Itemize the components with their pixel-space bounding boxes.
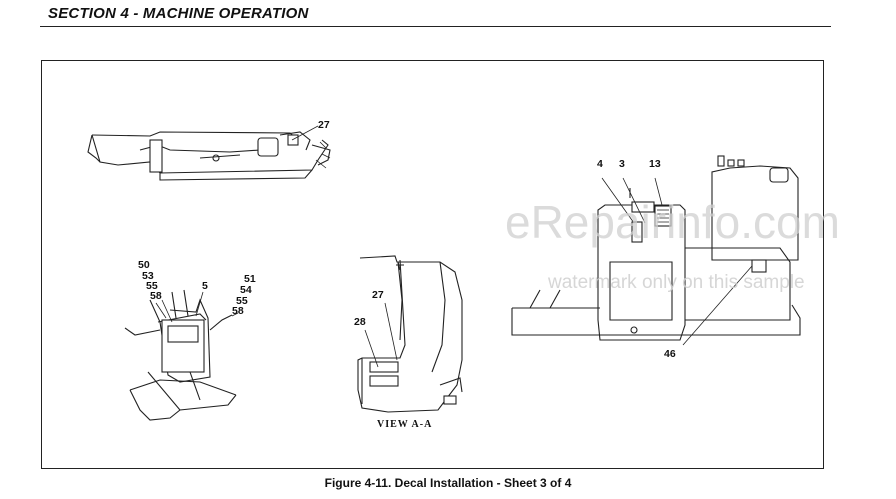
view-a-a-drawing [357, 255, 463, 413]
callout-28: 28 [354, 316, 366, 328]
watermark-sub: watermark only on this sample [547, 272, 805, 293]
callout-58-left: 58 [150, 290, 162, 302]
callout-46: 46 [664, 348, 676, 360]
figure-caption: Figure 4-11. Decal Installation - Sheet … [324, 476, 572, 490]
view-label: VIEW A-A [377, 419, 432, 430]
callout-54: 54 [240, 284, 252, 296]
callout-50: 50 [138, 259, 150, 271]
header-divider [40, 26, 831, 27]
callout-51: 51 [244, 273, 256, 285]
callout-55-right: 55 [236, 295, 248, 307]
section-title: SECTION 4 - MACHINE OPERATION [48, 5, 309, 22]
callout-5: 5 [202, 280, 208, 292]
callout-27-view: 27 [372, 289, 384, 301]
callout-27-boom: 27 [318, 119, 330, 131]
callout-3: 3 [619, 158, 625, 170]
watermark-main: eRepairinfo.com [505, 196, 840, 248]
machine-frame-drawing [511, 155, 801, 346]
callout-55-left: 55 [146, 280, 158, 292]
callout-13: 13 [649, 158, 661, 170]
callout-4: 4 [597, 158, 603, 170]
decal-mount-drawing [124, 289, 239, 421]
figure-frame [41, 60, 824, 469]
boom-assembly-drawing [87, 125, 331, 181]
callout-53: 53 [142, 270, 154, 282]
callout-58-right: 58 [232, 305, 244, 317]
